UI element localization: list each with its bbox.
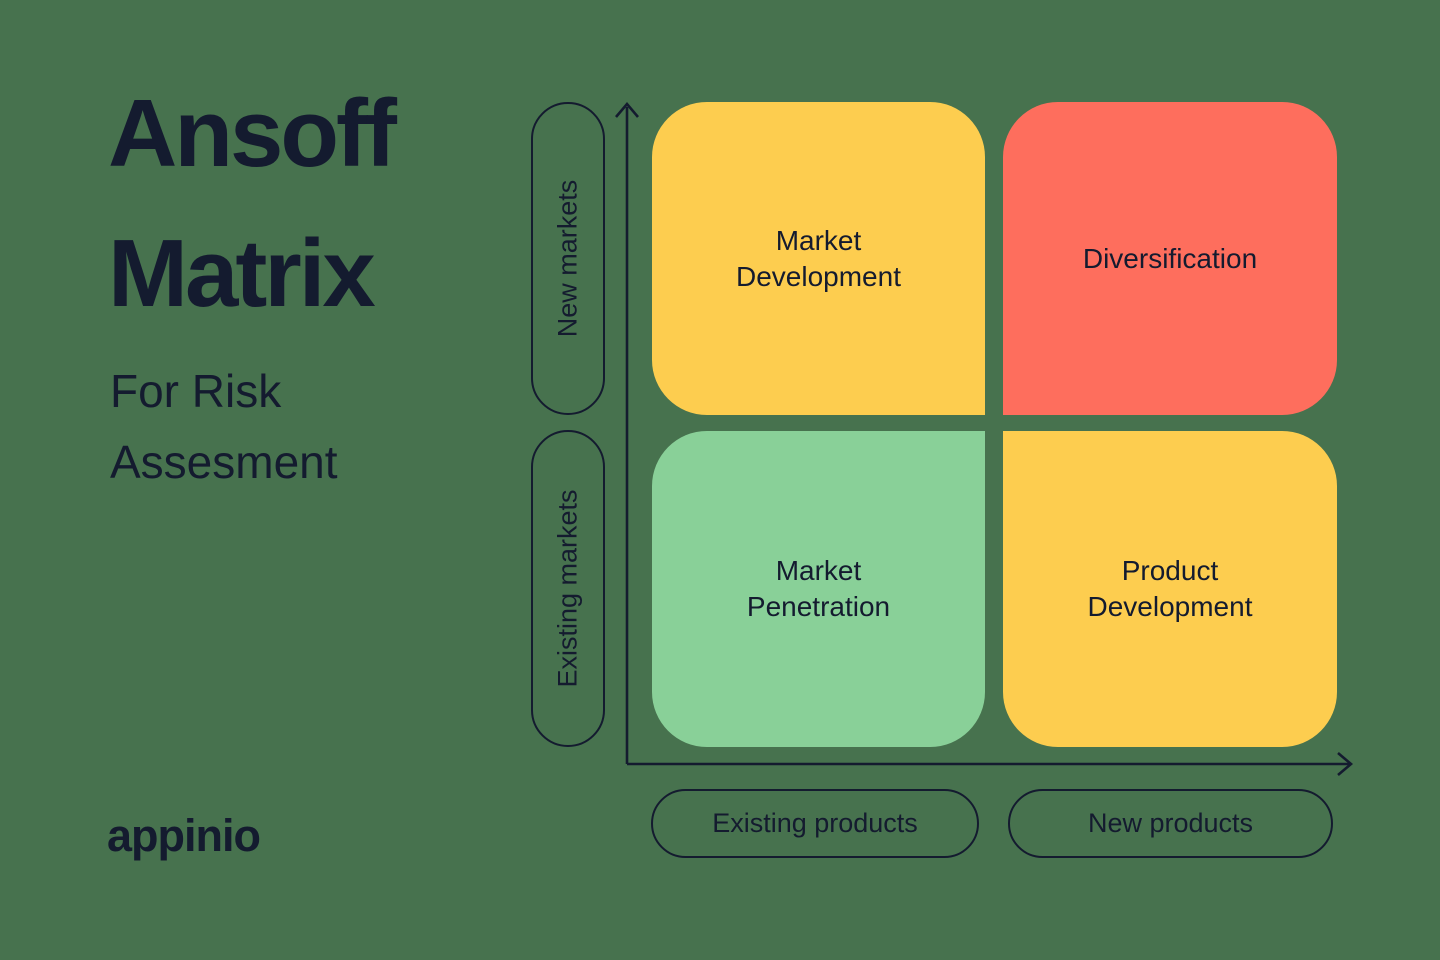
quadrant-market-penetration: Market Penetration — [652, 431, 985, 747]
quadrant-product-development: Product Development — [1003, 431, 1337, 747]
quadrant-label-market-development: Market Development — [736, 224, 901, 292]
x-axis-label-new-products-text: New products — [1087, 808, 1254, 838]
x-axis-label-existing-products: Existing products — [651, 789, 979, 858]
y-axis-label-new-markets-text: New markets — [552, 179, 583, 338]
quadrant-label-market-penetration: Market Penetration — [746, 555, 891, 622]
appinio-logo: appinio — [107, 810, 261, 861]
page-subtitle: For Risk Assesment — [110, 365, 338, 488]
x-axis-label-new-products: New products — [1008, 789, 1333, 858]
quadrant-label-diversification: Diversification — [1082, 242, 1258, 274]
x-axis-arrow-icon — [1337, 752, 1354, 776]
quadrant-market-development: Market Development — [652, 102, 985, 415]
quadrant-label-product-development: Product Development — [1087, 555, 1253, 622]
y-axis-arrow-icon — [615, 101, 639, 118]
y-axis-label-existing-markets-text: Existing markets — [552, 489, 583, 688]
x-axis-label-existing-products-text: Existing products — [712, 808, 918, 838]
quadrant-diversification: Diversification — [1003, 102, 1337, 415]
page-title: Ansoff Matrix — [108, 80, 397, 327]
y-axis-label-existing-markets: Existing markets — [531, 430, 605, 747]
y-axis-label-new-markets: New markets — [531, 102, 605, 415]
